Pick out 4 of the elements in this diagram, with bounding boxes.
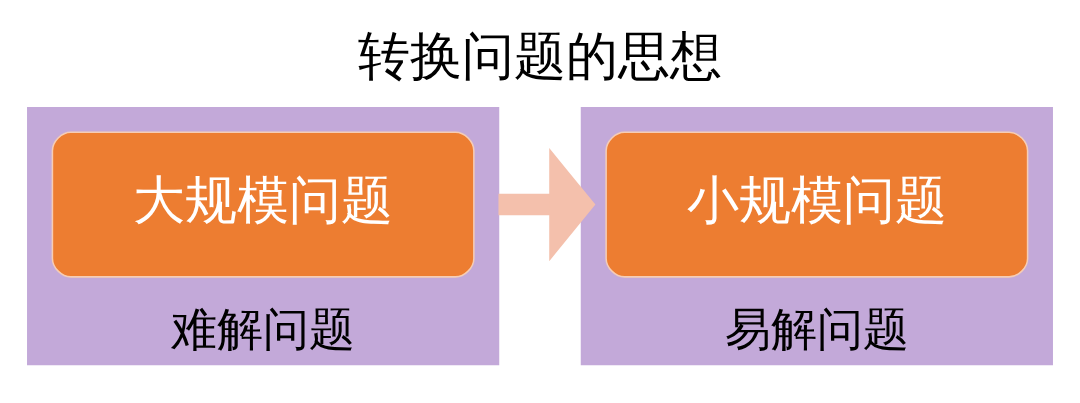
arrow (498, 148, 596, 262)
node-box: 小规模问题 (605, 131, 1029, 278)
node-box: 大规模问题 (51, 131, 475, 278)
diagram-title: 转换问题的思想 (358, 25, 722, 87)
